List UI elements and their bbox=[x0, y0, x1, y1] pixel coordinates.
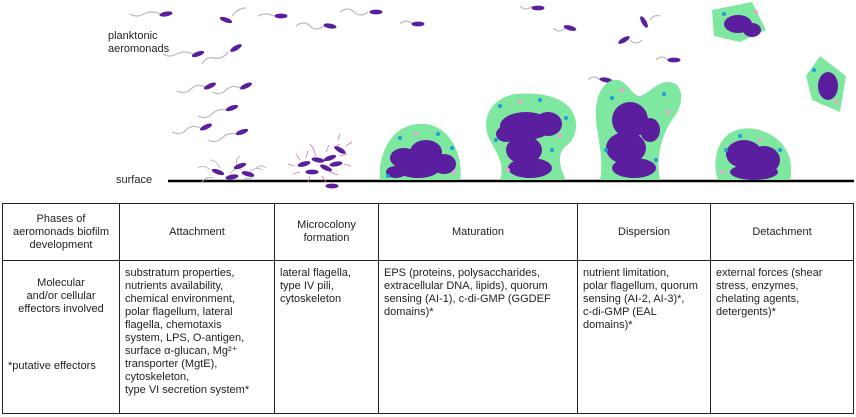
planktonic-label: planktonic aeromonads bbox=[108, 30, 170, 55]
detached-fragment-1 bbox=[712, 2, 766, 42]
detached-fragment-2 bbox=[806, 56, 846, 112]
microcolony bbox=[287, 133, 353, 189]
dispersing-colony bbox=[595, 79, 682, 180]
effectors-attachment: substratum properties, nutrients availab… bbox=[119, 260, 275, 414]
effectors-table: Phases of aeromonads biofilm development… bbox=[2, 203, 854, 414]
attaching-cells bbox=[197, 155, 267, 183]
phase-microcolony: Microcolony formation bbox=[274, 203, 379, 261]
phase-header: Phases of aeromonads biofilm development bbox=[2, 203, 120, 261]
detaching-colony bbox=[715, 128, 792, 180]
phase-detachment: Detachment bbox=[710, 203, 854, 261]
phase-header-row: Phases of aeromonads biofilm development… bbox=[2, 203, 854, 261]
effectors-detachment: external forces (shear stress, enzymes, … bbox=[710, 260, 854, 414]
effectors-microcolony: lateral flagella, type IV pili, cytoskel… bbox=[274, 260, 379, 414]
effectors-header: Molecular and/or cellular effectors invo… bbox=[2, 260, 120, 414]
planktonic-cells bbox=[129, 5, 669, 143]
footnote: *putative effectors bbox=[8, 360, 96, 372]
effectors-dispersion: nutrient limitation, polar flagellum, qu… bbox=[577, 260, 711, 414]
biofilm-illustration bbox=[129, 2, 854, 189]
effectors-maturation: EPS (proteins, polysaccharides, extracel… bbox=[378, 260, 578, 414]
effectors-row: Molecular and/or cellular effectors invo… bbox=[2, 260, 854, 414]
mature-colony-1 bbox=[379, 123, 461, 180]
surface-label: surface bbox=[116, 174, 153, 186]
phase-dispersion: Dispersion bbox=[577, 203, 711, 261]
mature-colony-2 bbox=[486, 93, 577, 180]
phase-maturation: Maturation bbox=[378, 203, 578, 261]
phase-attachment: Attachment bbox=[119, 203, 275, 261]
